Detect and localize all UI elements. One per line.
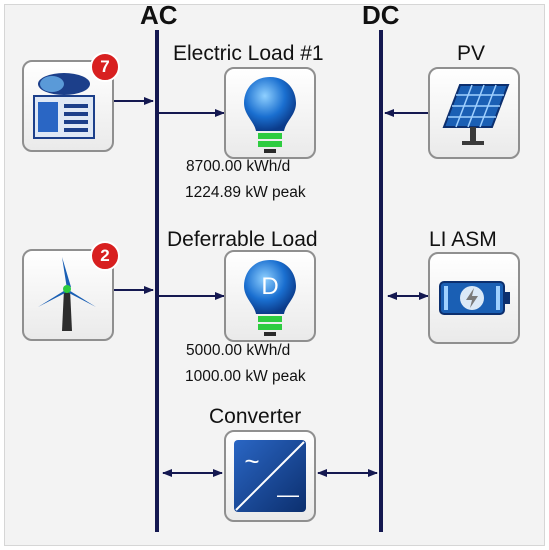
dc-bus-label: DC xyxy=(362,0,400,30)
converter-label: Converter xyxy=(209,405,302,428)
pv-button[interactable] xyxy=(428,67,520,159)
electric-load-button[interactable] xyxy=(224,67,316,159)
ac-bus-label: AC xyxy=(140,0,178,30)
battery-label: LI ASM xyxy=(429,228,497,251)
deferrable-lightbulb-icon: D xyxy=(244,260,296,336)
deferrable-load-label: Deferrable Load xyxy=(167,228,318,251)
converter-ac-symbol: ~ xyxy=(244,446,259,476)
wind-count-badge: 2 xyxy=(90,241,120,271)
deferrable-load-peak: 1000.00 kW peak xyxy=(185,368,306,385)
pv-label: PV xyxy=(457,42,486,65)
generator-count-badge: 7 xyxy=(90,52,120,82)
deferrable-letter: D xyxy=(261,273,278,300)
electric-load-label: Electric Load #1 xyxy=(173,42,324,65)
wind-turbine-icon xyxy=(38,257,96,331)
generator-icon xyxy=(33,73,95,139)
converter-icon: ~ — xyxy=(234,440,306,512)
solar-panel-icon xyxy=(442,84,510,145)
battery-button[interactable] xyxy=(428,252,520,344)
converter-dc-symbol: — xyxy=(277,482,299,507)
generator-button[interactable]: 7 xyxy=(22,52,120,152)
electric-load-energy: 8700.00 kWh/d xyxy=(186,158,291,175)
wind-turbine-button[interactable]: 2 xyxy=(22,241,120,341)
converter-button[interactable]: ~ — xyxy=(224,430,316,522)
deferrable-load-energy: 5000.00 kWh/d xyxy=(186,342,291,359)
battery-icon xyxy=(439,281,510,315)
lightbulb-icon xyxy=(244,77,296,153)
deferrable-load-button[interactable]: D xyxy=(224,250,316,342)
electric-load-peak: 1224.89 kW peak xyxy=(185,184,306,201)
